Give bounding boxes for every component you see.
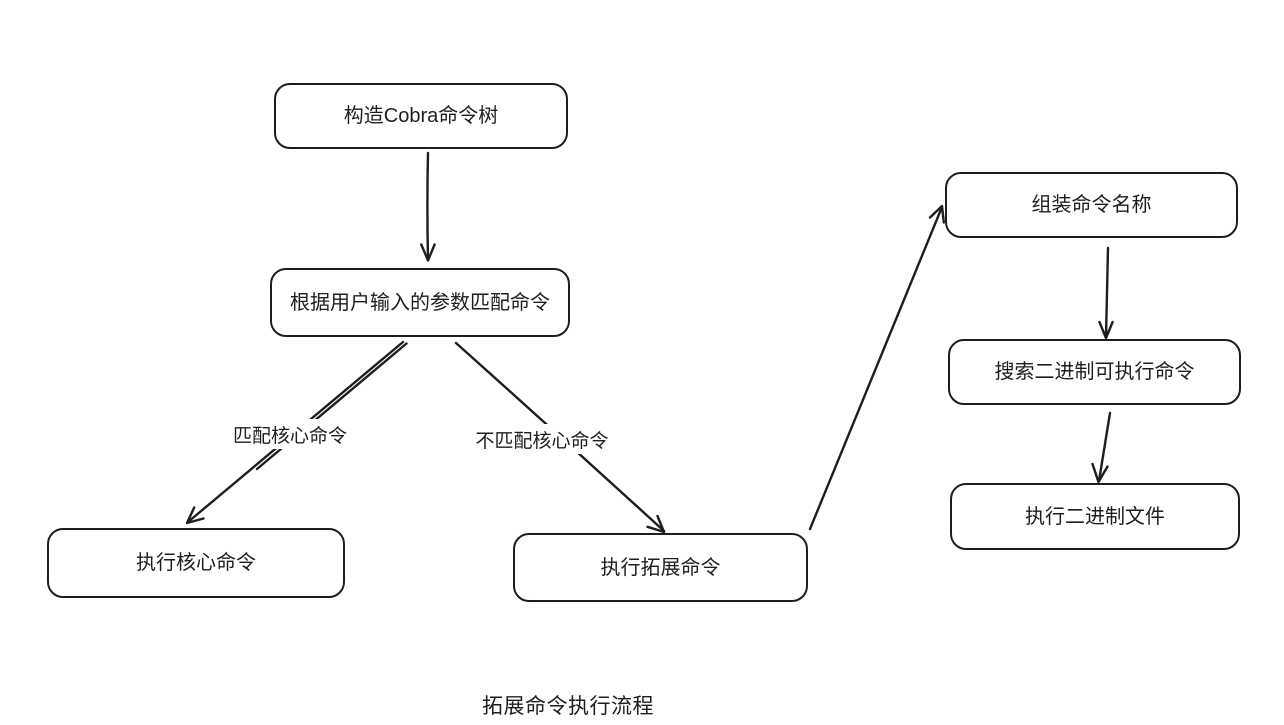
node-label: 构造Cobra命令树 — [343, 105, 499, 127]
arrow-extension-to-assemble — [808, 204, 945, 531]
diagram-title: 拓展命令执行流程 — [482, 695, 654, 718]
node-exec-binary-file: 执行二进制文件 — [950, 483, 1240, 550]
node-label: 执行二进制文件 — [1025, 505, 1165, 528]
node-label: 搜索二进制可执行命令 — [994, 361, 1195, 383]
edge-label-no-match-core: 不匹配核心命令 — [467, 424, 617, 454]
node-assemble-command-name: 组装命令名称 — [945, 172, 1238, 238]
node-exec-core-command: 执行核心命令 — [47, 528, 345, 598]
node-label: 根据用户输入的参数匹配命令 — [290, 291, 550, 314]
node-match-user-params: 根据用户输入的参数匹配命令 — [270, 268, 570, 337]
node-label: 执行核心命令 — [136, 552, 256, 574]
node-label: 执行拓展命令 — [600, 556, 721, 579]
node-build-cobra-tree: 构造Cobra命令树 — [274, 83, 568, 149]
arrow-assemble-to-search — [1098, 246, 1114, 340]
node-exec-extension-command: 执行拓展命令 — [513, 533, 808, 602]
edge-label-match-core: 匹配核心命令 — [224, 419, 356, 449]
node-label: 组装命令名称 — [1031, 194, 1152, 216]
arrow-search-to-execbinary — [1091, 411, 1112, 484]
arrow-build-to-match — [420, 151, 436, 262]
node-search-binary-command: 搜索二进制可执行命令 — [948, 339, 1241, 405]
